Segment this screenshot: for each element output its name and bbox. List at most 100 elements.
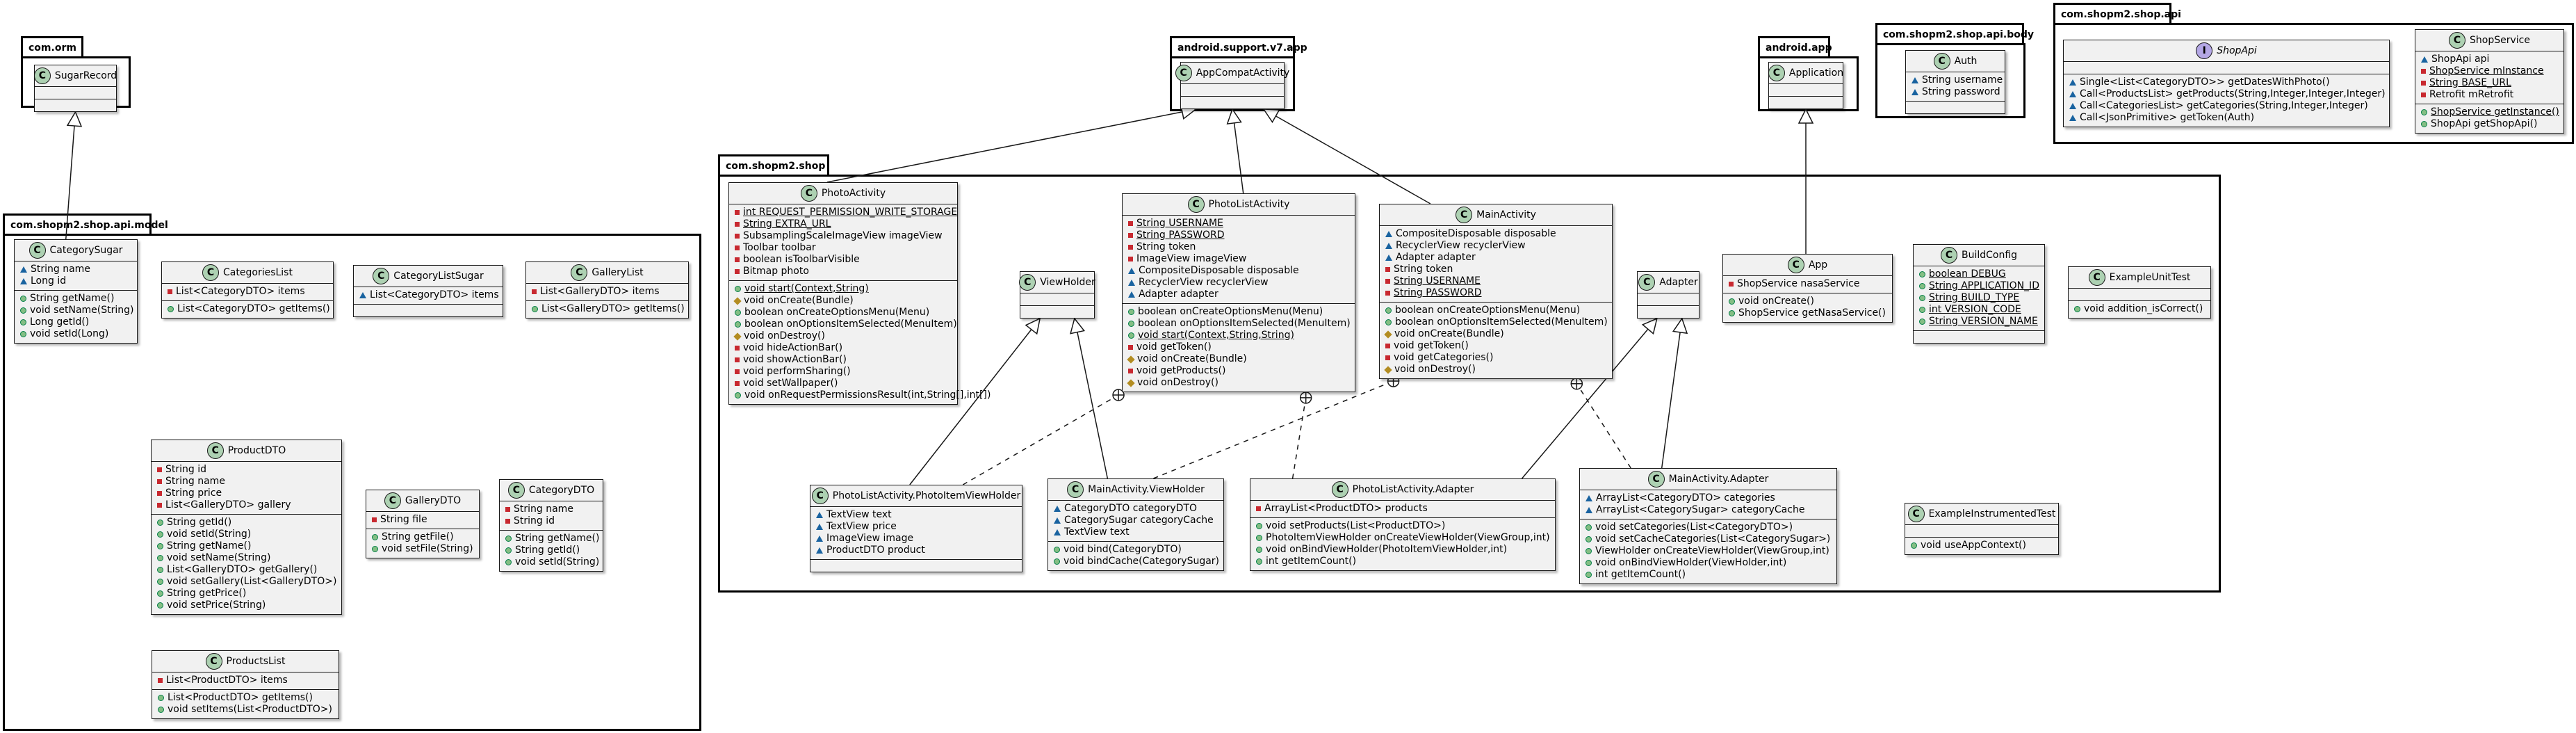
package-visibility-icon	[2069, 115, 2076, 121]
class-name: ProductDTO	[227, 445, 286, 456]
field-row: boolean DEBUG	[1919, 268, 2039, 280]
method-section: ShopService getInstance()ShopApi getShop…	[2415, 104, 2563, 133]
protected-visibility-icon	[1384, 365, 1392, 374]
field-section: String file	[366, 511, 479, 529]
field-text: Bitmap photo	[743, 266, 809, 277]
public-visibility-icon	[735, 321, 741, 328]
class-name: PhotoListActivity.Adapter	[1352, 484, 1474, 495]
class-name: SugarRecord	[54, 70, 117, 81]
class-name: PhotoListActivity	[1208, 199, 1290, 210]
method-section: List<CategoryDTO> getItems()	[162, 300, 333, 318]
public-visibility-icon	[20, 307, 26, 314]
package-visibility-icon	[20, 266, 27, 273]
public-visibility-icon	[2074, 306, 2080, 312]
private-visibility-icon	[157, 467, 162, 472]
public-visibility-icon	[157, 519, 163, 526]
package-visibility-icon	[816, 512, 823, 518]
public-visibility-icon	[157, 579, 163, 585]
field-row: ImageView imageView	[1128, 253, 1349, 265]
method-row: List<CategoryDTO> getItems()	[168, 303, 330, 315]
class-name: Adapter	[1659, 277, 1698, 288]
method-section: String getName()String getId()void setId…	[500, 530, 603, 571]
public-visibility-icon	[1729, 298, 1735, 305]
method-text: boolean onCreateOptionsMenu(Menu)	[1395, 305, 1581, 316]
method-row: boolean onOptionsItemSelected(MenuItem)	[1385, 316, 1608, 328]
public-visibility-icon	[735, 286, 741, 292]
method-text: void setId(Long)	[30, 328, 109, 339]
method-row: void setPrice(String)	[157, 599, 336, 611]
class-icon: C	[206, 442, 224, 459]
field-text: List<GalleryDTO> gallery	[165, 499, 291, 510]
method-text: ShopService getInstance()	[2431, 106, 2559, 118]
class-name: MainActivity.ViewHolder	[1088, 484, 1205, 495]
field-row: String name	[157, 476, 336, 488]
package-visibility-icon	[1054, 529, 1061, 535]
method-text: PhotoItemViewHolder onCreateViewHolder(V…	[1266, 532, 1550, 543]
package-api	[2053, 23, 2574, 144]
private-visibility-icon	[157, 491, 162, 496]
protected-visibility-icon	[733, 296, 742, 305]
method-row: void start(Context,String,String)	[1128, 330, 1349, 341]
field-row: String id	[157, 464, 336, 476]
method-text: void setPrice(String)	[167, 599, 266, 611]
package-tab-support: android.support.v7.app	[1170, 36, 1307, 58]
field-text: SubsamplingScaleImageView imageView	[743, 230, 943, 241]
method-row: boolean onOptionsItemSelected(MenuItem)	[735, 319, 957, 330]
method-section	[35, 99, 116, 111]
method-row: void bindCache(CategorySugar)	[1054, 556, 1219, 567]
field-row: CompositeDisposable disposable	[1128, 265, 1349, 277]
class-icon: C	[1638, 274, 1656, 291]
private-visibility-icon	[2421, 69, 2426, 74]
field-text: List<CategoryDTO> items	[370, 289, 499, 300]
method-section	[1181, 96, 1284, 108]
field-row: Long id	[20, 275, 131, 287]
field-section	[2069, 288, 2210, 300]
field-text: String USERNAME	[1394, 275, 1481, 287]
field-row: TextView price	[816, 521, 1016, 533]
class-name: CategorySugar	[49, 245, 123, 256]
method-row: List<GalleryDTO> getGallery()	[157, 564, 336, 576]
field-row: SubsamplingScaleImageView imageView	[735, 230, 952, 242]
private-visibility-icon	[372, 517, 377, 522]
class-icon: C	[1647, 471, 1665, 488]
inheritance-arrowhead	[1226, 108, 1242, 125]
method-text: void start(Context,String)	[744, 283, 869, 294]
method-section: void addition_isCorrect()	[2069, 300, 2210, 318]
protected-visibility-icon	[1127, 378, 1135, 387]
field-row: String name	[20, 264, 131, 275]
field-row: String name	[505, 504, 597, 515]
field-text: Toolbar toolbar	[743, 242, 816, 253]
